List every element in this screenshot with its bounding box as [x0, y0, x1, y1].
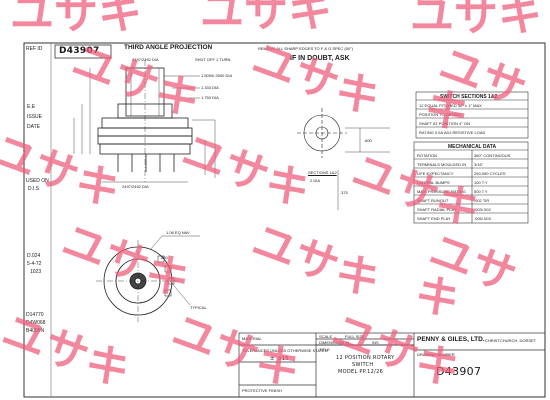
margin-issue: ISSUE	[27, 114, 43, 120]
drawing-number-box	[54, 44, 112, 59]
drawing-number-value: D43907	[436, 365, 482, 378]
switch-sections-row: POSITION TO DETENT	[419, 112, 462, 117]
title-line-2: SWITCH	[352, 362, 374, 368]
title-label: TITLE	[319, 347, 330, 352]
margin-used-on-ref: D.I.S	[28, 186, 40, 192]
tolerances-label: TOLERANCES UNLESS OTHERWISE STATED	[242, 348, 328, 353]
switch-side-view	[73, 60, 216, 183]
mech-value: 500 T.Y	[474, 189, 488, 194]
scale-label: SCALE	[319, 334, 333, 339]
mech-value: .003/.002	[474, 207, 491, 212]
margin-ref-3: B4009N	[26, 328, 45, 334]
drawing-number-label: DRAWING NUMBER	[417, 352, 455, 357]
switch-front-view	[96, 235, 200, 322]
mech-label: LATERAL BUMPS	[417, 180, 450, 185]
mech-label: LIFE EXPECTANCY	[417, 171, 454, 176]
margin-used-on: USED ON	[26, 178, 49, 184]
drawing-number-corner: D43907	[59, 46, 100, 56]
margin-date: DATE	[27, 124, 40, 130]
dim-eq-nav: 1.08 EQ NAV	[166, 230, 190, 235]
dim-shut-off: SHUT OFF 1 TURN	[195, 57, 231, 62]
mech-value: 360° CONTINUOUS	[474, 153, 511, 158]
tolerance-value: ± .010	[270, 356, 289, 362]
if-in-doubt-note: IF IN DOUBT, ASK	[290, 55, 350, 62]
ref-id-label: REF ID	[26, 46, 43, 52]
mech-label: SHAFT END PLAY	[417, 216, 451, 221]
mech-label: TERMINALS MOULDED IN	[417, 162, 467, 167]
dim-1750-dia: 1.750 DIA	[201, 95, 219, 100]
margin-note-2: 5-4-72	[27, 261, 42, 267]
switch-sections-row: 12 EQUAL PITCHED 30° ± 1° MAX	[419, 103, 482, 108]
sections-label: SECTIONS 1&2	[308, 170, 337, 175]
sharp-edges-note: REMOVE ALL SHARP EDGES TO F & G SPEC (50…	[258, 46, 354, 51]
dim-600: .600	[364, 138, 372, 143]
company-name: PENNY & GILES, LTD.	[417, 336, 485, 343]
protective-finish-label: PROTECTIVE FINISH	[242, 388, 282, 393]
dim-shaft-dia: 2497/2492 DIA	[132, 57, 159, 62]
mech-value: 100 T.Y	[474, 180, 488, 185]
mech-value: 3/16"	[474, 162, 484, 167]
dim-1333-dia: 1.333 DIA	[201, 85, 219, 90]
mech-value: .005/.003	[474, 216, 491, 221]
dimensions-value: INS	[372, 340, 379, 345]
terminal-layout-view	[297, 108, 390, 210]
mech-label: SHAFT RUNOUT	[417, 198, 449, 203]
dim-bush-dia: 1.5000/.2500 DIA	[201, 73, 233, 78]
material-label: MATERIAL	[242, 336, 262, 341]
scale-value: FULL SIZE	[345, 334, 365, 339]
switch-sections-row: SHAFT AT POSITION 4° ON	[419, 121, 470, 126]
dimensions-label: DIMENSIONS IN	[319, 340, 350, 345]
mech-label: ROTATION	[417, 153, 438, 158]
projection-title: THIRD ANGLE PROJECTION	[124, 44, 213, 51]
margin-eng: E.E	[27, 104, 36, 110]
title-line-1: 12 POSITION ROTARY	[336, 355, 395, 361]
dim-2-dia: 2 DIA	[310, 178, 321, 183]
margin-note-3: 1023	[30, 269, 42, 275]
switch-sections-title: SWITCH SECTIONS 1&2	[440, 94, 498, 100]
mech-value: 250,000 CYCLES	[474, 171, 506, 176]
margin-note-1: D.024	[27, 253, 41, 259]
margin-ref-1: D14770	[26, 312, 44, 318]
mechanical-data-table	[413, 141, 529, 224]
switch-sections-row: RATING 0.5A ADJ RESISTIVE LOAD	[419, 130, 486, 135]
title-block	[238, 332, 546, 398]
mech-label: MAX. PRESSURE RATING	[417, 189, 466, 194]
title-line-3: MODEL PP.12/26	[338, 369, 384, 375]
mech-label: SHAFT RADIAL PLAY	[417, 207, 457, 212]
switch-sections-table	[415, 91, 529, 139]
dim-body-dia: 2497/2492 DIA	[122, 184, 149, 189]
company-location: CHRISTCHURCH, DORSET	[485, 338, 537, 343]
mechanical-title: MECHANICAL DATA	[448, 144, 497, 150]
mech-value: .002 TIR	[474, 198, 490, 203]
margin-ref-2: D4W068	[26, 320, 46, 326]
dim-375: .375	[340, 190, 348, 195]
dim-typical: TYPICAL	[190, 305, 207, 310]
dim-250: .250	[160, 255, 168, 260]
